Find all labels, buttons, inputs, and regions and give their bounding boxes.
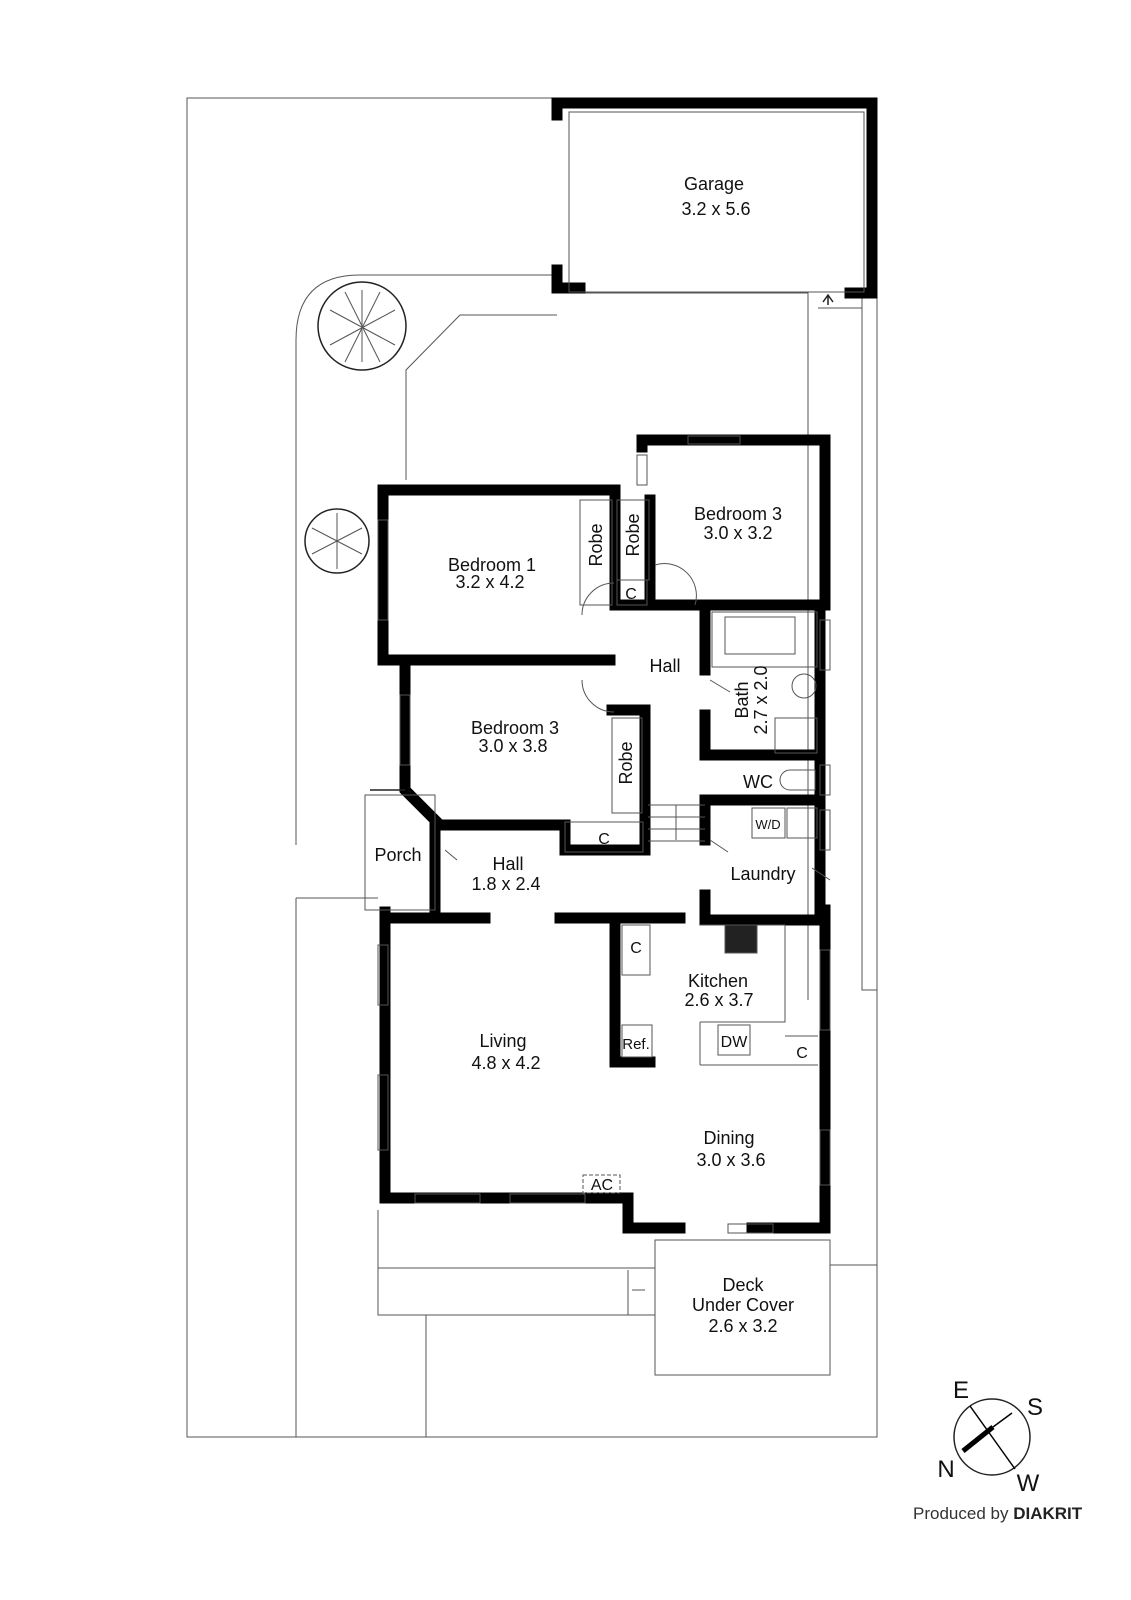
garden-edge <box>295 274 557 845</box>
bedroom1-size: 3.2 x 4.2 <box>455 572 524 592</box>
kitchen-size: 2.6 x 3.7 <box>684 990 753 1010</box>
compass-north: N <box>937 1456 954 1483</box>
bedroom-middle-size: 3.0 x 3.8 <box>478 736 547 756</box>
robe-label: Robe <box>616 741 636 784</box>
ac-label: AC <box>591 1177 613 1194</box>
cupboard-label: C <box>796 1045 808 1062</box>
cupboard-label: C <box>625 586 637 603</box>
driveway-edge <box>405 292 809 480</box>
garage-size: 3.2 x 5.6 <box>681 199 750 219</box>
compass-east: E <box>953 1377 969 1404</box>
compass-south: S <box>1027 1394 1043 1421</box>
house-walls <box>370 434 831 1234</box>
hall-lower-size: 1.8 x 2.4 <box>471 874 540 894</box>
robe-label: Robe <box>623 513 643 556</box>
garage-label: Garage <box>684 174 744 194</box>
fixtures <box>364 499 831 1376</box>
yard-lines <box>295 897 877 1437</box>
bedroom-top-right-size: 3.0 x 3.2 <box>703 523 772 543</box>
laundry-label: Laundry <box>730 864 795 884</box>
side-path <box>807 293 877 1000</box>
living-label: Living <box>479 1031 526 1051</box>
porch-label: Porch <box>374 845 421 865</box>
credit-prefix: Produced by <box>913 1504 1009 1523</box>
bath-label: Bath <box>732 681 752 718</box>
wc-label: WC <box>743 772 773 792</box>
robe-label: Robe <box>586 523 606 566</box>
ref-label: Ref. <box>622 1036 650 1053</box>
dw-label: DW <box>721 1034 749 1051</box>
tree-icon <box>304 508 370 574</box>
entry-arrow-icon <box>822 293 834 305</box>
deck-label: Deck <box>722 1275 764 1295</box>
wd-label: W/D <box>755 817 780 832</box>
living-size: 4.8 x 4.2 <box>471 1053 540 1073</box>
bedroom1-label: Bedroom 1 <box>448 555 536 575</box>
hall-lower-label: Hall <box>492 854 523 874</box>
bath-size: 2.7 x 2.0 <box>751 665 771 734</box>
dining-size: 3.0 x 3.6 <box>696 1150 765 1170</box>
producer-credit: Produced by DIAKRIT <box>913 1504 1082 1524</box>
kitchen-label: Kitchen <box>688 971 748 991</box>
bedroom-middle-label: Bedroom 3 <box>471 718 559 738</box>
cupboard-label: C <box>598 831 610 848</box>
credit-brand: DIAKRIT <box>1013 1504 1083 1523</box>
compass-west: W <box>1017 1470 1040 1497</box>
bedroom-top-right-label: Bedroom 3 <box>694 504 782 524</box>
tree-icon <box>317 281 407 371</box>
dining-label: Dining <box>703 1128 754 1148</box>
property-boundary <box>186 97 878 1438</box>
cupboard-label: C <box>630 940 642 957</box>
garage-walls <box>551 97 878 305</box>
compass-icon: E S N W <box>937 1377 1043 1497</box>
hall-upper-label: Hall <box>649 656 680 676</box>
windows <box>377 435 831 1234</box>
deck-label-2: Under Cover <box>692 1295 794 1315</box>
deck-size: 2.6 x 3.2 <box>708 1316 777 1336</box>
